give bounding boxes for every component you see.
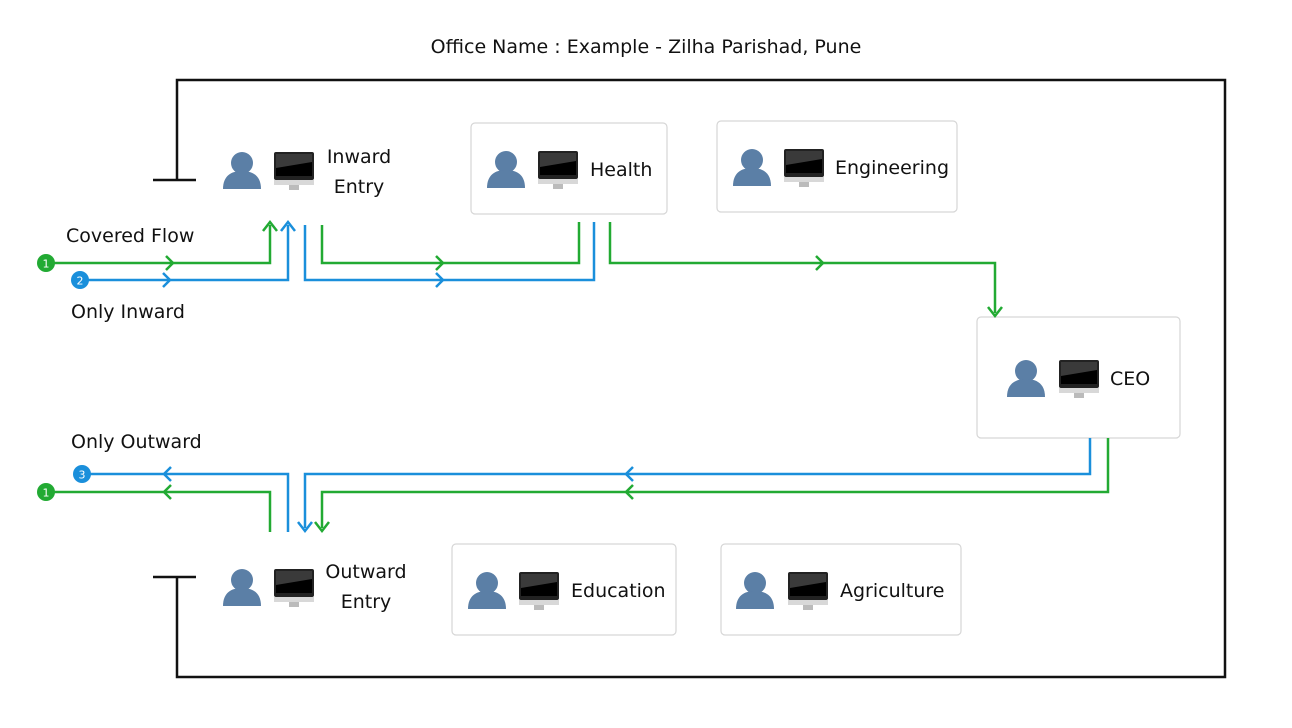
monitor-icon [519,572,559,610]
outward-entry-label-line1: Outward [325,561,407,583]
agriculture-box [720,543,962,636]
diagram-title: Office Name : Example - Zilha Parishad, … [430,36,862,58]
badge-3: 3 [73,465,91,483]
user-icon [223,152,261,189]
outward-entry-label-line2: Entry [340,591,392,613]
monitor-icon [274,152,314,190]
ceo-label: CEO [1110,368,1151,390]
legend-covered-flow: Covered Flow [66,225,195,247]
badge-3-text: 3 [79,469,86,482]
badge-1-start-text: 1 [43,258,50,271]
monitor-icon [274,569,314,607]
inward-entry-label-line1: Inward [326,146,392,168]
legend-only-inward: Only Inward [71,301,185,323]
office-frame [153,78,1227,679]
monitor-icon [788,572,828,610]
node-boxes [451,120,1181,636]
engineering-box [716,120,958,213]
engineering-label: Engineering [835,157,949,179]
health-label: Health [590,159,653,181]
education-label: Education [571,580,666,602]
monitor-icon [784,149,824,187]
monitor-icon [538,151,578,189]
badge-1-end-text: 1 [43,487,50,500]
badge-1-end: 1 [37,483,55,501]
user-icon [223,569,261,606]
inward-entry-label-line2: Entry [333,176,385,198]
badge-2-text: 2 [77,275,84,288]
only-inward-flow [80,219,596,288]
only-outward-flow [82,438,1092,534]
badge-1-start: 1 [37,254,55,272]
monitor-icon [1059,360,1099,398]
badge-2: 2 [71,271,89,289]
covered-flow-outward [46,438,1110,534]
agriculture-label: Agriculture [840,580,945,602]
covered-flow-inward [46,219,1003,319]
education-box [451,543,677,636]
legend-only-outward: Only Outward [71,431,202,453]
